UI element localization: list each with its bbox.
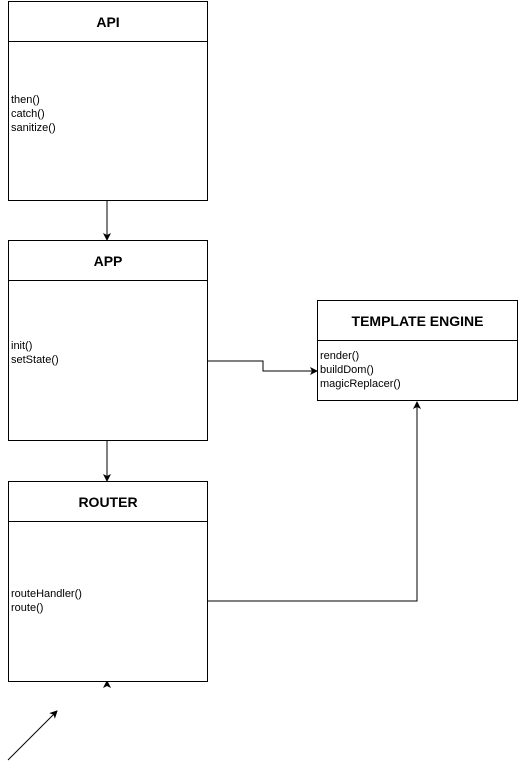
arrow-router-to-template-engine — [208, 401, 421, 602]
arrow-app-to-template-engine — [208, 360, 318, 375]
router-class-title: ROUTER — [9, 482, 207, 522]
api-class-body: then() catch() sanitize() — [9, 42, 207, 200]
template-engine-class-body: render() buildDom() magicReplacer() — [318, 341, 517, 400]
router-method: routeHandler() — [11, 588, 82, 600]
app-method: setState() — [11, 354, 59, 366]
template-engine-method-list: render() buildDom() magicReplacer() — [320, 349, 401, 391]
app-class-body: init() setState() — [9, 281, 207, 440]
app-class-title: APP — [9, 241, 207, 281]
router-class-body: routeHandler() route() — [9, 522, 207, 681]
api-method: catch() — [11, 108, 45, 120]
app-method: init() — [11, 340, 33, 352]
app-class-box[interactable]: APP init() setState() — [8, 240, 208, 441]
template-engine-class-title: TEMPLATE ENGINE — [318, 301, 517, 341]
template-engine-class-box[interactable]: TEMPLATE ENGINE render() buildDom() magi… — [317, 300, 518, 401]
api-method: sanitize() — [11, 122, 56, 134]
api-method-list: then() catch() sanitize() — [11, 93, 56, 135]
template-engine-method: buildDom() — [320, 364, 374, 376]
template-engine-method: render() — [320, 350, 360, 362]
router-method: route() — [11, 602, 44, 614]
template-engine-method: magicReplacer() — [320, 378, 401, 390]
api-method: then() — [11, 94, 40, 106]
app-method-list: init() setState() — [11, 339, 59, 367]
router-class-box[interactable]: ROUTER routeHandler() route() — [8, 481, 208, 682]
api-class-title: API — [9, 2, 207, 42]
router-method-list: routeHandler() route() — [11, 587, 82, 615]
api-class-box[interactable]: API then() catch() sanitize() — [8, 1, 208, 201]
arrow-free-diagonal — [7, 710, 58, 761]
